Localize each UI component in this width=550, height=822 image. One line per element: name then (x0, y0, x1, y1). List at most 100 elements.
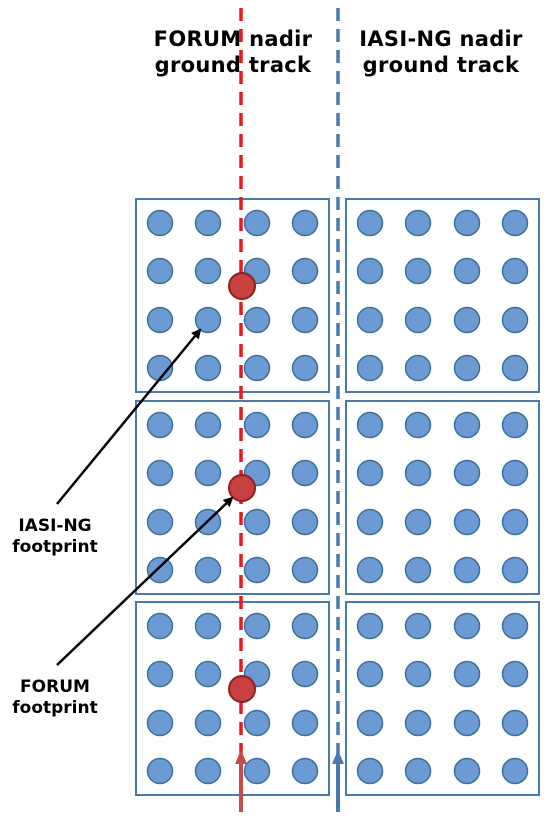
iasi-pixel (146, 306, 174, 334)
iasi-pixel (453, 660, 481, 688)
pointer-arrows (56, 328, 234, 666)
forum-footprint-label-line1: FORUM (20, 677, 90, 697)
iasi-cell (135, 400, 330, 595)
forum-track-title-line2: ground track (154, 53, 312, 77)
iasi-pixel (356, 209, 384, 237)
iasi-pixel (146, 411, 174, 439)
forum-footprint-arrow (56, 496, 234, 666)
iasi-pixel (404, 209, 432, 237)
iasi-pixel (453, 709, 481, 737)
iasi-pixel (404, 556, 432, 584)
forum-pixel (228, 474, 256, 502)
forum-pixel (228, 272, 256, 300)
iasi-pixel (194, 306, 222, 334)
iasi-pixel (146, 757, 174, 785)
iasi-pixel (356, 556, 384, 584)
iasi-pixel (453, 508, 481, 536)
iasi-pixel (356, 354, 384, 382)
iasi-pixel (404, 612, 432, 640)
iasi-pixel (146, 709, 174, 737)
iasi-pixel (501, 757, 529, 785)
iasi-footprint-label-line2: footprint (12, 537, 98, 557)
iasi-pixel (453, 354, 481, 382)
iasi-pixel (291, 354, 319, 382)
iasi-pixel (146, 660, 174, 688)
iasi-pixel (194, 660, 222, 688)
iasi-pixel (453, 612, 481, 640)
iasi-pixel (501, 459, 529, 487)
forum-track-arrowhead (235, 750, 247, 764)
iasi-pixel (453, 306, 481, 334)
iasi-pixel (356, 508, 384, 536)
iasi-pixel (291, 209, 319, 237)
iasi-pixel (453, 411, 481, 439)
iasi-pixel (404, 660, 432, 688)
iasi-pixel (501, 354, 529, 382)
iasi-track-title: IASI-NG nadir ground track (336, 26, 546, 78)
forum-track-title: FORUM nadir ground track (133, 26, 333, 78)
iasi-pixel (291, 660, 319, 688)
iasi-pixel (291, 306, 319, 334)
iasi-pixel (146, 257, 174, 285)
iasi-pixel (291, 257, 319, 285)
iasi-pixel (146, 459, 174, 487)
iasi-pixel (453, 257, 481, 285)
iasi-pixel (146, 209, 174, 237)
iasi-pixel (404, 411, 432, 439)
iasi-pixel (356, 612, 384, 640)
iasi-pixel (146, 612, 174, 640)
iasi-pixel (356, 411, 384, 439)
iasi-pixel (453, 459, 481, 487)
iasi-track-title-line1: IASI-NG nadir (359, 27, 523, 51)
iasi-footprint-arrow (56, 328, 202, 505)
iasi-pixel (291, 459, 319, 487)
iasi-pixel (243, 306, 271, 334)
iasi-pixel (356, 459, 384, 487)
iasi-pixel (501, 257, 529, 285)
iasi-pixel (243, 354, 271, 382)
iasi-footprint-label: IASI-NG footprint (0, 516, 110, 558)
iasi-track-title-line2: ground track (362, 53, 520, 77)
iasi-pixel (146, 508, 174, 536)
iasi-cells (135, 198, 540, 796)
iasi-pixel (194, 209, 222, 237)
iasi-pixel (501, 209, 529, 237)
iasi-pixel (501, 508, 529, 536)
forum-footprint-label: FORUM footprint (0, 677, 110, 719)
iasi-pixel (404, 508, 432, 536)
iasi-pixel (243, 411, 271, 439)
iasi-pixel (404, 757, 432, 785)
forum-footprint-label-line2: footprint (12, 698, 98, 718)
iasi-pixel (356, 709, 384, 737)
iasi-pixel (194, 459, 222, 487)
iasi-pixel (453, 757, 481, 785)
iasi-pixel (194, 411, 222, 439)
iasi-pixel (291, 612, 319, 640)
ground-tracks (235, 8, 344, 812)
iasi-pixel (194, 354, 222, 382)
iasi-pixel (194, 612, 222, 640)
iasi-cell (345, 601, 540, 796)
iasi-pixel (243, 612, 271, 640)
iasi-pixel (453, 556, 481, 584)
iasi-pixel (501, 612, 529, 640)
iasi-pixel (194, 257, 222, 285)
iasi-pixel (404, 306, 432, 334)
iasi-pixel (356, 660, 384, 688)
iasi-pixel (404, 354, 432, 382)
iasi-cell (345, 198, 540, 393)
iasi-pixel (291, 709, 319, 737)
iasi-pixel (501, 709, 529, 737)
iasi-pixel (501, 411, 529, 439)
iasi-pixel (146, 556, 174, 584)
forum-pixels (228, 272, 256, 703)
iasi-pixel (243, 709, 271, 737)
iasi-pixel (291, 556, 319, 584)
iasi-pixel (291, 411, 319, 439)
iasi-pixel (404, 459, 432, 487)
iasi-cell (135, 601, 330, 796)
iasi-pixel (453, 209, 481, 237)
iasi-pixel (404, 257, 432, 285)
iasi-pixel (404, 709, 432, 737)
